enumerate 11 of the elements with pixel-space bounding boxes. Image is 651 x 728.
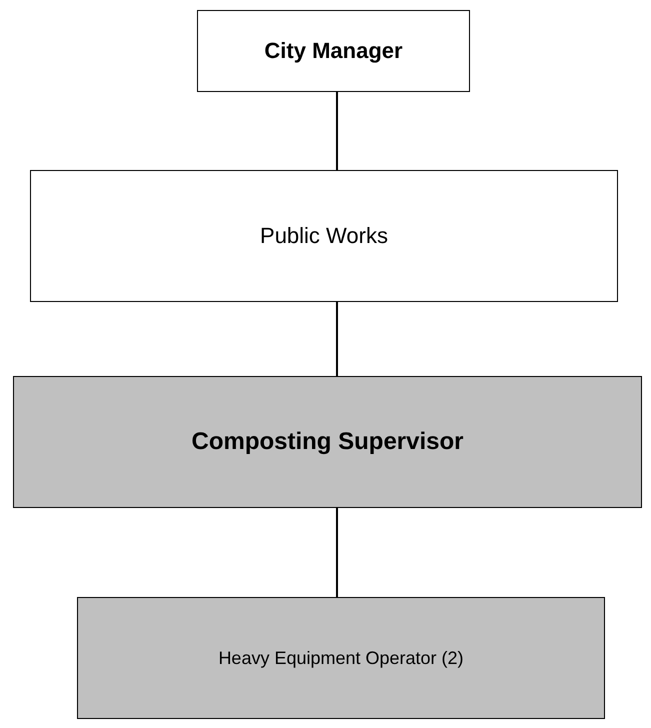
org-box — [30, 170, 618, 302]
role-title: Heavy Equipment Operator (2) — [218, 648, 464, 668]
connector-line — [336, 302, 338, 376]
connector-line — [336, 92, 338, 170]
role-title: Composting Supervisor — [191, 428, 464, 456]
org-box — [77, 597, 605, 719]
role-title: Public Works — [260, 223, 388, 249]
org-box — [13, 376, 642, 508]
connector-line — [336, 508, 338, 597]
role-title: City Manager — [264, 38, 403, 64]
org-box — [197, 10, 470, 92]
